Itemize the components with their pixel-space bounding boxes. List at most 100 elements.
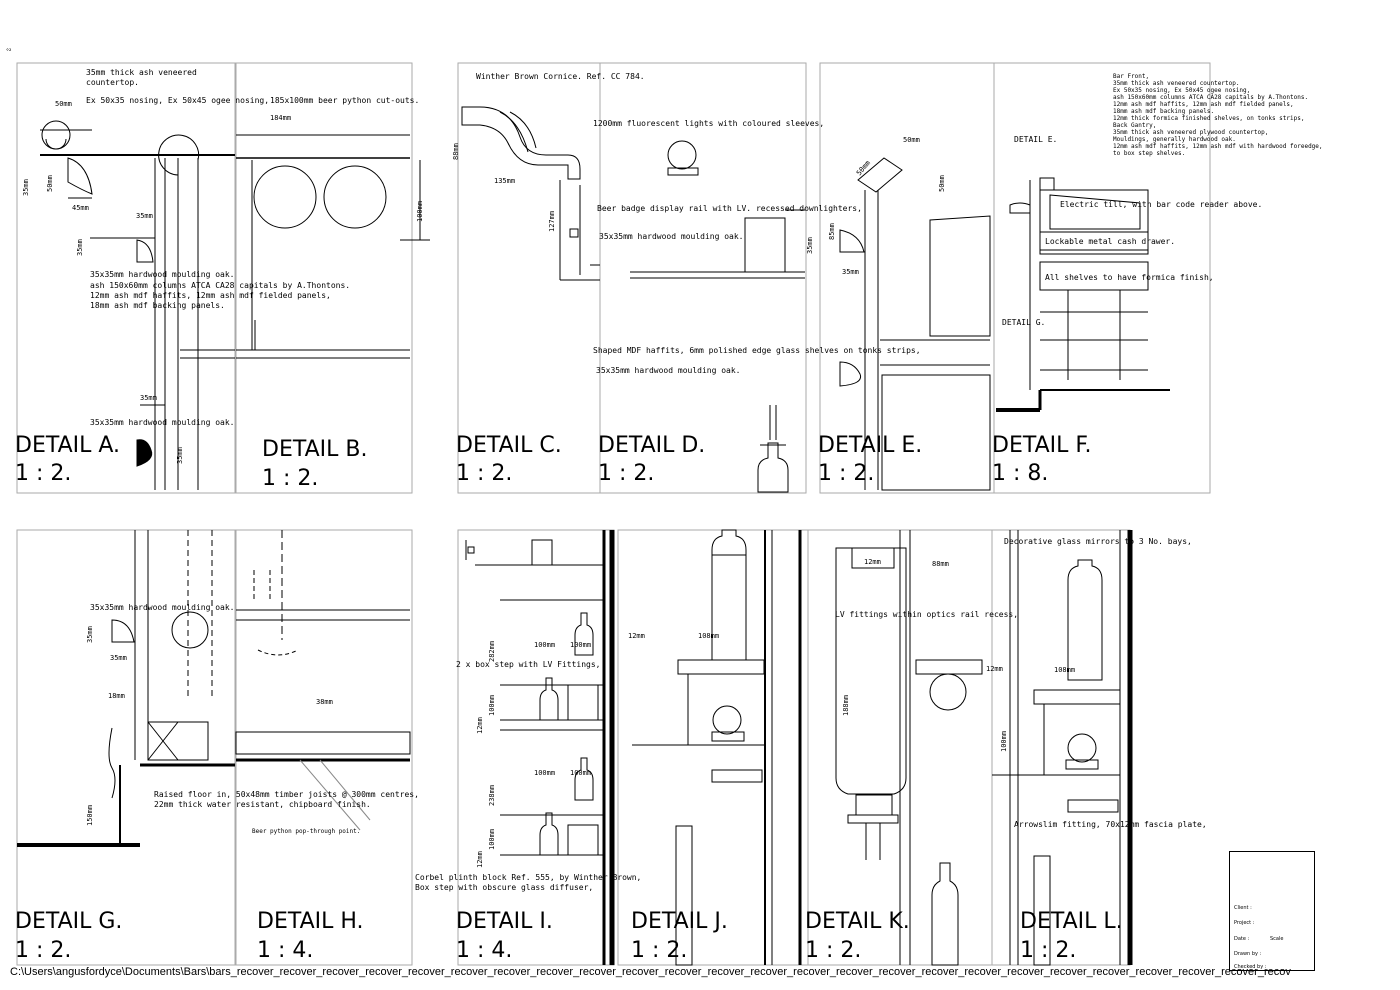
- dim-a-35e: 35mm: [176, 447, 184, 464]
- title-block-checked: Checked by :: [1234, 964, 1267, 970]
- dim-k-188: 188mm: [842, 694, 850, 716]
- detail-i-scale: 1 : 4.: [456, 938, 513, 963]
- panel-h-frame: [235, 529, 413, 966]
- detail-h-title: DETAIL H.: [257, 909, 364, 934]
- detail-d-scale: 1 : 2.: [598, 461, 655, 486]
- detail-j-scale: 1 : 2.: [631, 938, 688, 963]
- note-till: Electric till, with bar code reader abov…: [1060, 200, 1263, 209]
- panel-f-frame: [993, 62, 1211, 494]
- dim-k-12: 12mm: [864, 558, 881, 566]
- detail-j-title: DETAIL J.: [631, 909, 728, 934]
- dim-g-35: 35mm: [86, 626, 94, 643]
- dim-e-50v: 50mm: [938, 175, 946, 192]
- note-shelves: All shelves to have formica finish,: [1045, 273, 1214, 282]
- dim-b-184: 184mm: [270, 114, 292, 122]
- note-python: Beer python pop-through point.: [252, 828, 361, 835]
- panel-l-frame: [991, 529, 1131, 966]
- dim-a-50v: 50mm: [46, 175, 54, 192]
- detail-f-title: DETAIL F.: [992, 433, 1092, 458]
- panel-j-frame: [617, 529, 809, 966]
- note-raised-floor: Raised floor in, 50x48mm timber joists @…: [154, 790, 419, 809]
- detail-f-scale: 1 : 8.: [992, 461, 1049, 486]
- note-moulding-g: 35x35mm hardwood moulding oak.: [90, 603, 235, 612]
- panel-a-frame: [16, 62, 236, 494]
- note-countertop: 35mm thick ash veneered countertop.: [86, 68, 197, 87]
- detail-l-scale: 1 : 2.: [1020, 938, 1077, 963]
- note-mirrors: Decorative glass mirrors to 3 No. bays,: [1004, 537, 1192, 546]
- dim-a-35c: 35mm: [76, 239, 84, 256]
- file-path: C:\Users\angusfordyce\Documents\Bars\bar…: [10, 966, 1291, 978]
- dim-l-100: 100mm: [1000, 730, 1008, 752]
- detail-l-drawing: [992, 530, 1133, 966]
- note-cutouts: 185x100mm beer python cut-outs.: [270, 96, 420, 105]
- detail-i-drawing: [465, 530, 615, 965]
- detail-a-scale: 1 : 2.: [15, 461, 72, 486]
- title-block-drawn: Drawn by :: [1234, 951, 1262, 957]
- dim-i-100c: 100mm: [488, 694, 496, 716]
- note-moulding-a: 35x35mm hardwood moulding oak.: [90, 270, 235, 279]
- dim-e-50: 50mm: [903, 136, 920, 144]
- panel-i-frame: [457, 529, 615, 966]
- detail-b-title: DETAIL B.: [262, 437, 368, 462]
- dim-i-100d: 100mm: [534, 769, 556, 777]
- note-rail: Beer badge display rail with LV. recesse…: [597, 204, 862, 213]
- note-specification: Bar Front, 35mm thick ash veneered count…: [1113, 73, 1323, 157]
- dim-a-35: 35mm: [22, 179, 30, 196]
- dim-e-85: 85mm: [828, 223, 836, 240]
- note-moulding-d2: 35x35mm hardwood moulding oak.: [596, 366, 741, 375]
- dim-c-88: 88mm: [452, 143, 460, 160]
- detail-h-scale: 1 : 4.: [257, 938, 314, 963]
- dim-i-12a: 12mm: [476, 717, 484, 734]
- title-block-project: Project :: [1234, 920, 1255, 926]
- detail-e-scale: 1 : 2.: [818, 461, 875, 486]
- detail-e-drawing: [839, 157, 991, 491]
- note-drawer: Lockable metal cash drawer.: [1045, 237, 1176, 246]
- dim-g-150: 150mm: [86, 804, 94, 826]
- detail-j-drawing: [632, 529, 802, 966]
- detail-a-title: DETAIL A.: [15, 433, 121, 458]
- note-haffits: Shaped MDF haffits, 6mm polished edge gl…: [593, 346, 921, 355]
- note-plinth: Corbel plinth block Ref. 555, by Winther…: [415, 873, 642, 892]
- detail-h-drawing: [235, 530, 411, 831]
- note-lv-fittings: LV fittings within optics rail recess,: [835, 610, 1019, 619]
- detail-d-drawing: [630, 140, 805, 493]
- dim-i-100f: 100mm: [488, 828, 496, 850]
- note-detail-e-ref: DETAIL E.: [1014, 135, 1058, 144]
- panel-c-frame: [457, 62, 601, 494]
- detail-c-drawing: [461, 106, 600, 281]
- note-moulding-a2: 35x35mm hardwood moulding oak.: [90, 418, 235, 427]
- detail-l-title: DETAIL L.: [1020, 909, 1123, 934]
- dim-l-108: 108mm: [1054, 666, 1076, 674]
- title-block-date: Date :: [1234, 936, 1250, 942]
- note-arrowslim: Arrowslim fitting, 70x12mm fascia plate,: [1014, 820, 1207, 829]
- note-columns: ash 150x60mm columns ATCA CA28 capitals …: [90, 281, 351, 310]
- note-box-step: 2 x box step with LV Fittings,: [456, 660, 601, 669]
- dim-e-35b: 35mm: [842, 268, 859, 276]
- detail-k-title: DETAIL K.: [805, 909, 910, 934]
- title-block-client: Client :: [1234, 905, 1252, 911]
- detail-a-drawing: [40, 120, 235, 490]
- detail-e-title: DETAIL E.: [818, 433, 923, 458]
- note-lights: 1200mm fluorescent lights with coloured …: [593, 119, 825, 128]
- dim-g-18: 18mm: [108, 692, 125, 700]
- dim-l-12: 12mm: [986, 665, 1003, 673]
- note-detail-g-ref: DETAIL G.: [1002, 318, 1046, 327]
- dim-a-35d: 35mm: [140, 394, 157, 402]
- corner-mark: °²: [6, 48, 12, 55]
- dim-a-45: 45mm: [72, 204, 89, 212]
- detail-i-title: DETAIL I.: [456, 909, 553, 934]
- dim-i-238: 238mm: [488, 784, 496, 806]
- dim-i-100e: 100mm: [570, 769, 592, 777]
- title-block: Client : Project : Date : Scale Drawn by…: [1229, 851, 1315, 971]
- note-nosing: Ex 50x35 nosing, Ex 50x45 ogee nosing,: [86, 96, 270, 105]
- dim-a-50: 50mm: [55, 100, 72, 108]
- detail-b-scale: 1 : 2.: [262, 466, 319, 491]
- dim-j-108: 108mm: [698, 632, 720, 640]
- detail-g-title: DETAIL G.: [15, 909, 123, 934]
- title-block-scale: Scale: [1270, 936, 1284, 942]
- dim-c-135: 135mm: [494, 177, 516, 185]
- note-cornice: Winther Brown Cornice. Ref. CC 784.: [476, 72, 645, 81]
- detail-f-drawing: [996, 177, 1170, 412]
- dim-k-88: 88mm: [932, 560, 949, 568]
